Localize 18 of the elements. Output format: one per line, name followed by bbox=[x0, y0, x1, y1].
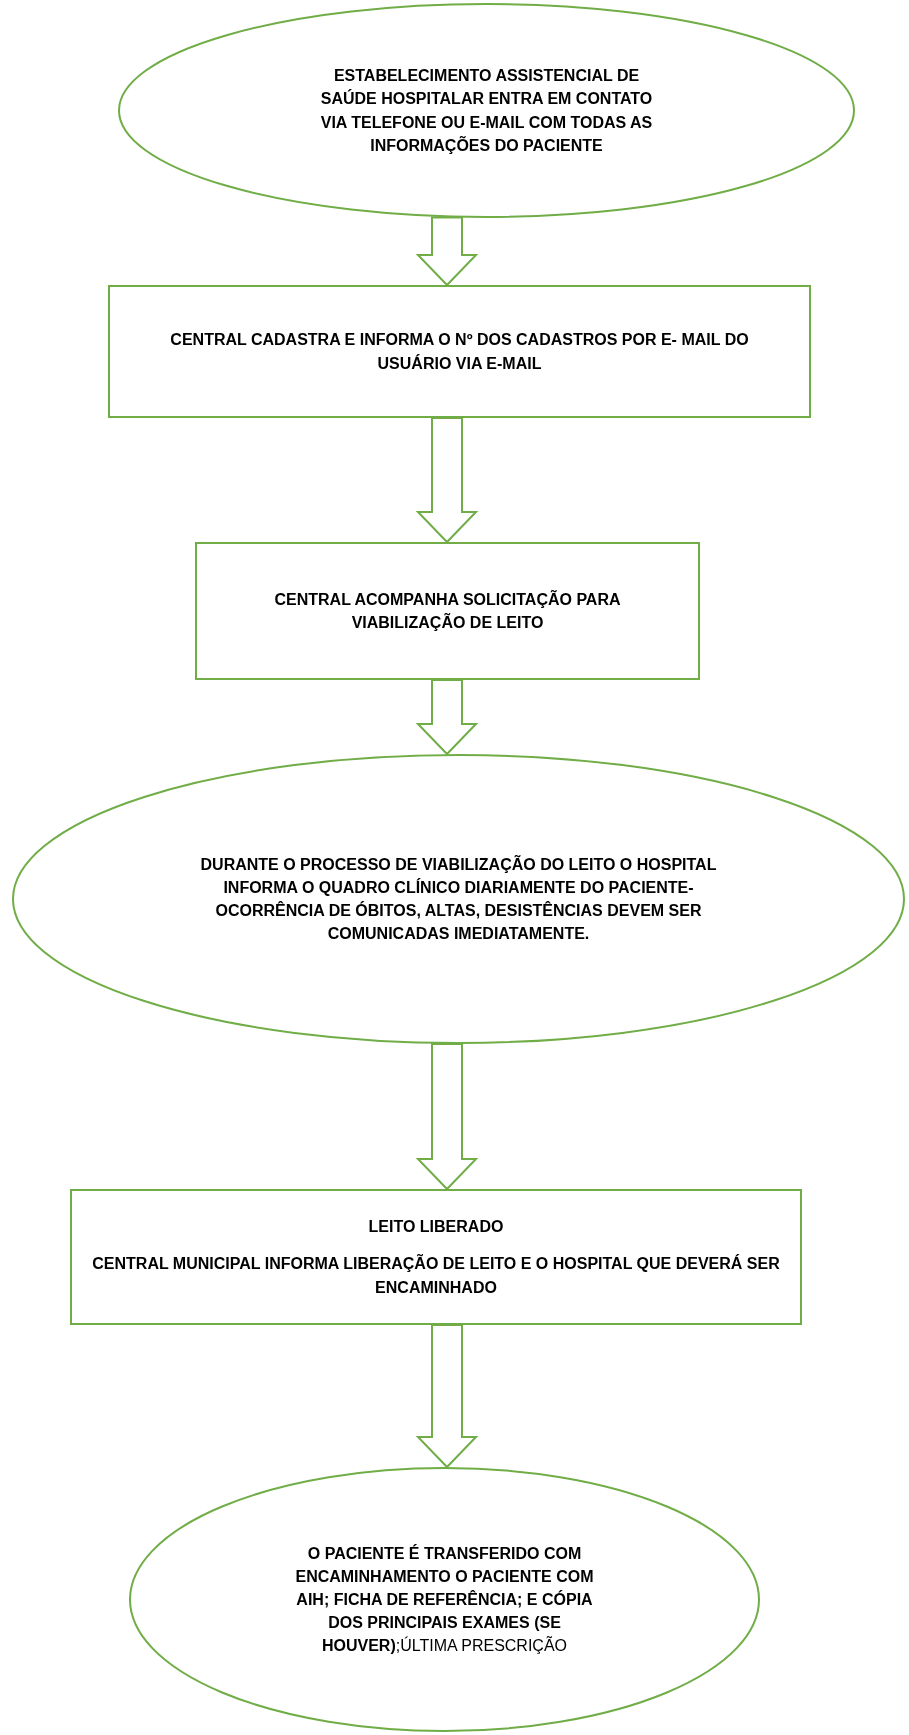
block-arrow bbox=[415, 417, 479, 544]
block-arrow bbox=[415, 216, 479, 287]
node-text: DURANTE O PROCESSO DE VIABILIZAÇÃO DO LEITO O HOSPITAL INFORMA O QUADRO CLÍNICO DIARIAMENTE DO PACIENTE- OCORRÊNCIA DE ÓBITOS, ALTAS, DESISTÊNCIAS DEVEM SER COMUNICADAS IMEDIATAMENTE. bbox=[199, 854, 718, 945]
process-ellipse bbox=[12, 754, 905, 1044]
node-heading: LEITO LIBERADO bbox=[368, 1217, 504, 1238]
process-ellipse bbox=[118, 3, 855, 218]
node-text: CENTRAL ACOMPANHA SOLICITAÇÃO PARA VIABILIZAÇÃO DE LEITO bbox=[273, 589, 622, 633]
node-text: CENTRAL CADASTRA E INFORMA O Nº DOS CADASTROS POR E- MAIL DO USUÁRIO VIA E-MAIL bbox=[169, 330, 750, 374]
node-text: O PACIENTE É TRANSFERIDO COM ENCAMINHAMENTO O PACIENTE COM AIH; FICHA DE REFERÊNCIA; E CÓPIA DOS PRINCIPAIS EXAMES (SE HOUVER);ÚLTIMA PRESCRIÇÃO bbox=[294, 1543, 595, 1657]
process-box bbox=[195, 542, 700, 680]
process-box bbox=[70, 1189, 802, 1325]
process-ellipse bbox=[129, 1467, 760, 1732]
block-arrow bbox=[415, 1042, 479, 1191]
block-arrow bbox=[415, 679, 479, 756]
node-text: CENTRAL MUNICIPAL INFORMA LIBERAÇÃO DE LEITO E O HOSPITAL QUE DEVERÁ SER ENCAMINHADO bbox=[92, 1253, 780, 1298]
block-arrow bbox=[415, 1324, 479, 1469]
node-text: ESTABELECIMENTO ASSISTENCIAL DE SAÚDE HOSPITALAR ENTRA EM CONTATO VIA TELEFONE OU E-MAIL COM TODAS AS INFORMAÇÕES DO PACIENTE bbox=[319, 66, 654, 156]
process-box bbox=[108, 285, 811, 418]
